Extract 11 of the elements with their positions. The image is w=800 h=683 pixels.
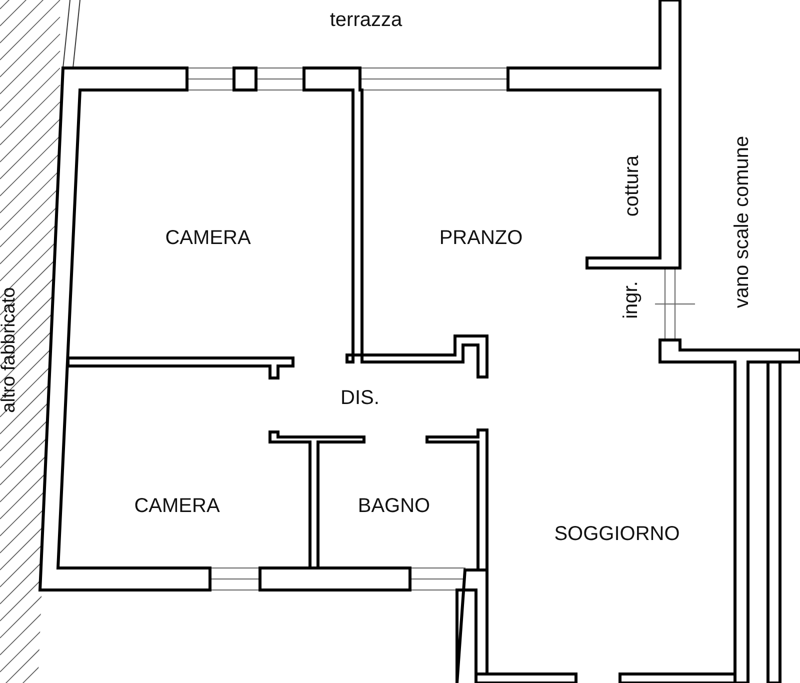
room-label: SOGGIORNO [554, 524, 680, 544]
room-label: PRANZO [439, 228, 523, 248]
rotated-room-label: vano scale comune [732, 136, 752, 308]
rotated-room-label: cottura [622, 155, 642, 217]
rotated-room-label: ingr. [621, 281, 641, 319]
room-label: BAGNO [358, 496, 430, 516]
rotated-room-label: altro fabbricato [0, 287, 18, 413]
room-label: CAMERA [165, 228, 251, 248]
room-label: terrazza [330, 10, 402, 30]
room-label: CAMERA [134, 496, 220, 516]
room-label: DIS. [340, 388, 380, 408]
